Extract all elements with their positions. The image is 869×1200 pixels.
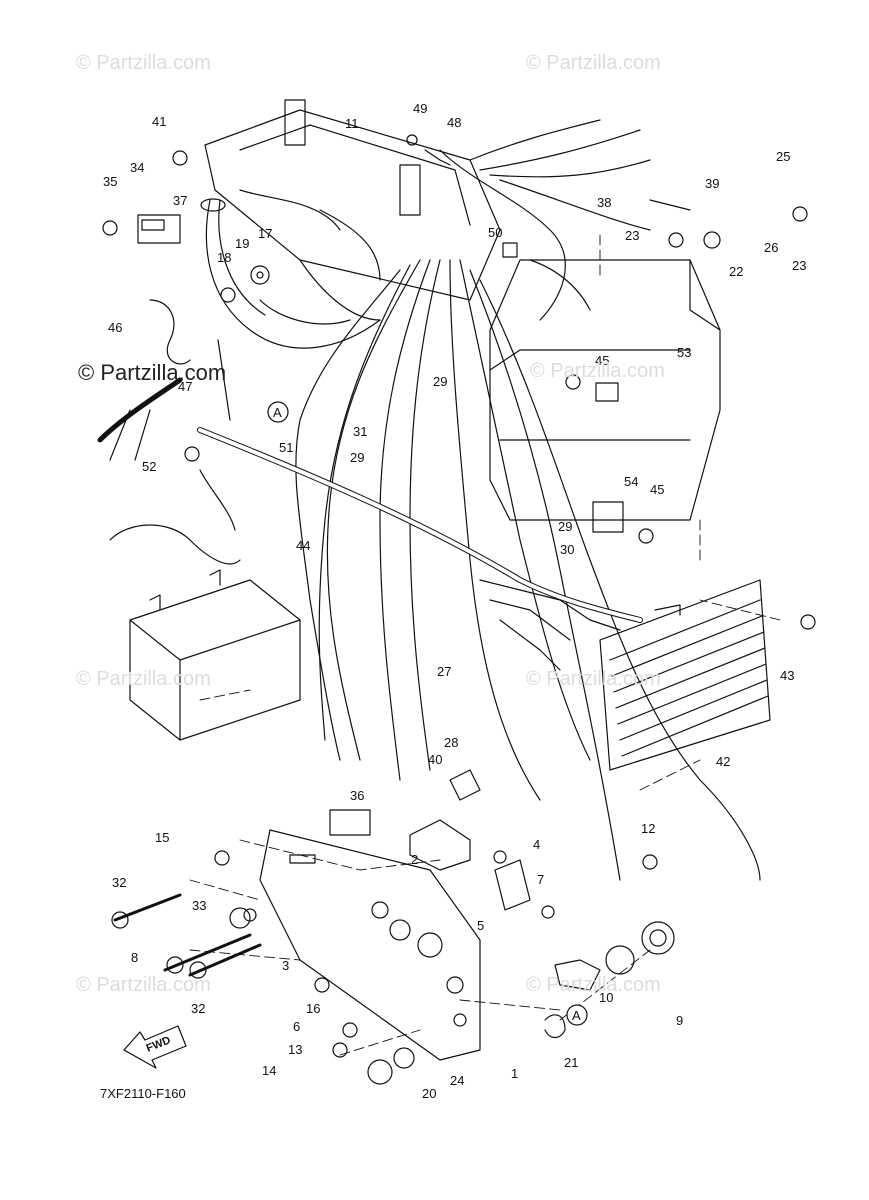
callout-number: 31: [353, 424, 367, 439]
fwd-label: FWD: [145, 1034, 173, 1055]
callout-number: 24: [450, 1073, 464, 1088]
callout-number: 7: [537, 872, 544, 887]
callout-number: 29: [350, 450, 364, 465]
watermark: © Partzilla.com: [526, 668, 661, 690]
callout-number: 50: [488, 225, 502, 240]
callout-number: 8: [131, 950, 138, 965]
rectifier-regulator: [599, 579, 771, 771]
callout-number: 9: [676, 1013, 683, 1028]
watermark: © Partzilla.com: [526, 974, 661, 996]
watermark: © Partzilla.com: [76, 974, 211, 996]
callout-number: 33: [192, 898, 206, 913]
callout-number: 34: [130, 160, 144, 175]
mount-plate: [489, 259, 721, 521]
callout-number: 44: [296, 538, 310, 553]
callout-number: 32: [112, 875, 126, 890]
watermark-main: © Partzilla.com: [78, 360, 227, 385]
callout-number: 41: [152, 114, 166, 129]
callout-number: 29: [433, 374, 447, 389]
callout-number: 1: [511, 1066, 518, 1081]
callout-number: 2: [411, 852, 418, 867]
callout-number: 40: [428, 752, 442, 767]
callout-number: 21: [564, 1055, 578, 1070]
callout-number: 51: [279, 440, 293, 455]
battery: [129, 569, 301, 741]
callout-number: 22: [729, 264, 743, 279]
callout-number: 45: [595, 353, 609, 368]
callout-number: 30: [560, 542, 574, 557]
callout-number: 53: [677, 345, 691, 360]
callout-number: 11: [345, 116, 359, 131]
callout-number: 20: [422, 1086, 436, 1101]
watermark: © Partzilla.com: [526, 52, 661, 74]
watermark: © Partzilla.com: [76, 668, 211, 690]
callout-number: 23: [625, 228, 639, 243]
callout-number: 52: [142, 459, 156, 474]
callout-number: 5: [477, 918, 484, 933]
watermark: © Partzilla.com: [76, 52, 211, 74]
callout-number: 48: [447, 115, 461, 130]
callout-number: 39: [705, 176, 719, 191]
callout-number: 26: [764, 240, 778, 255]
callout-number: 15: [155, 830, 169, 845]
callout-number: 12: [641, 821, 655, 836]
callout-number: 3: [282, 958, 289, 973]
callout-labels: 41 34 35 37 11 49 48 17 19 18 50 38 39 2…: [103, 101, 806, 1101]
diagram-code: 7XF2110-F160: [100, 1086, 186, 1101]
upper-frame: [204, 109, 501, 301]
callout-number: 35: [103, 174, 117, 189]
callout-number: 25: [776, 149, 790, 164]
callout-number: 13: [288, 1042, 302, 1057]
watermark: © Partzilla.com: [530, 360, 665, 382]
callout-number: 47: [178, 379, 192, 394]
callout-number: 49: [413, 101, 427, 116]
callout-number: 43: [780, 668, 794, 683]
callout-number: 54: [624, 474, 638, 489]
callout-number: 23: [792, 258, 806, 273]
callout-number: 16: [306, 1001, 320, 1016]
callout-number: 38: [597, 195, 611, 210]
callout-number: 29: [558, 519, 572, 534]
circle-a-label: A: [572, 1008, 581, 1023]
callout-number: 32: [191, 1001, 205, 1016]
callout-number: 27: [437, 664, 451, 679]
callout-number: 19: [235, 236, 249, 251]
bolt-symbols: [102, 150, 816, 993]
callout-number: 36: [350, 788, 364, 803]
callout-number: 42: [716, 754, 730, 769]
control-panel: [259, 809, 481, 1061]
circle-a-label: A: [273, 405, 282, 420]
callout-number: 10: [599, 990, 613, 1005]
callout-number: 37: [173, 193, 187, 208]
callout-number: 17: [258, 226, 272, 241]
callout-number: 4: [533, 837, 540, 852]
callout-number: 45: [650, 482, 664, 497]
callout-number: 14: [262, 1063, 276, 1078]
fwd-arrow: [123, 1025, 187, 1069]
callout-number: 6: [293, 1019, 300, 1034]
callout-number: 28: [444, 735, 458, 750]
callout-number: 46: [108, 320, 122, 335]
callout-number: 18: [217, 250, 231, 265]
